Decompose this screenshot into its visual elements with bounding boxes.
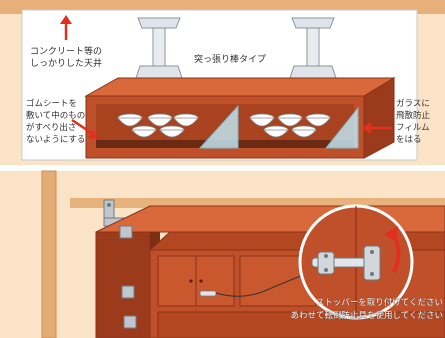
rotate-arrow-head [384, 226, 398, 242]
bowls [117, 113, 331, 138]
glass-door-right [324, 106, 359, 149]
wall-post [41, 170, 57, 338]
rubber-label-line3: がすべり出さ [26, 122, 76, 133]
corner-bracket-low-icon [123, 315, 137, 329]
rubber-label-line1: ゴムシートを [26, 98, 77, 109]
tension-pole-left [135, 17, 183, 79]
ceiling-arrow-head [60, 15, 72, 24]
caption-line2: あわせて転倒防止具を使用してください [291, 310, 444, 321]
ceiling-label-line2: しっかりした天井 [30, 57, 102, 69]
caption-line1: ストッパーを取り付けてください [316, 297, 443, 308]
bottom-caption: ストッパーを取り付けてください あわせて転倒防止具を使用してください [290, 297, 444, 321]
rubber-label-line2: 敷いて中のもの [26, 110, 85, 121]
stopper-latch-icon [199, 290, 217, 297]
glass-label-line1: ガラスに [396, 98, 430, 109]
pole-type-label: 突っ張り棒タイプ [194, 53, 266, 65]
rubber-label-line4: ないようにする [26, 135, 85, 145]
glass-film-arrow-head [362, 122, 371, 134]
rubber-sheet-arrow-head [88, 130, 98, 139]
stopper-magnifier [298, 204, 414, 320]
glass-door-left [198, 104, 239, 149]
corner-bracket-top-icon [119, 225, 133, 239]
glass-label-line2: 飛散防止 [396, 110, 431, 121]
tension-pole-right [289, 17, 337, 79]
glass-label-line3: フィルム [396, 123, 430, 133]
cabinet-top [84, 77, 396, 159]
panel-divider [0, 165, 445, 171]
ceiling-label-line1: コンクリート等の [30, 45, 102, 57]
bottom-panel: ストッパーを取り付けてください あわせて転倒防止具を使用してください [0, 170, 445, 338]
corner-bracket-mid-icon [121, 285, 135, 299]
latch-plate-left-icon [317, 251, 335, 275]
wall-rail [70, 198, 445, 208]
lower-drawer [157, 311, 445, 338]
top-panel: コンクリート等の しっかりした天井 突っ張り棒タイプ [0, 0, 445, 165]
glass-label-line4: をはる [396, 135, 422, 145]
latch-plate-right-icon [363, 245, 381, 281]
